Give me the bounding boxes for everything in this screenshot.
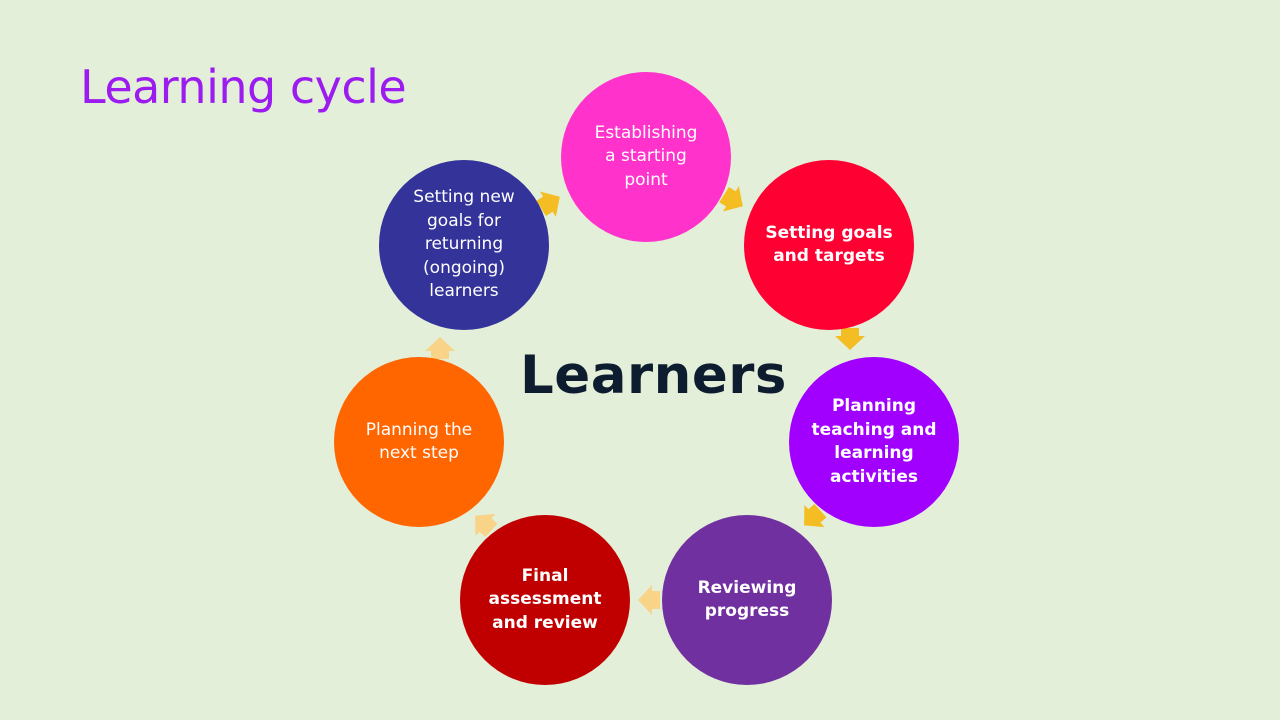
node-planning-teaching-learning: Planning teaching and learning activitie…: [789, 357, 959, 527]
node-final-assessment-review: Final assessment and review: [460, 515, 630, 685]
center-label: Learners: [520, 345, 787, 406]
node-setting-new-goals: Setting new goals for returning (ongoing…: [379, 160, 549, 330]
cycle-arrow-icon: [425, 337, 455, 359]
node-label: Reviewing progress: [697, 577, 797, 622]
node-reviewing-progress: Reviewing progress: [662, 515, 832, 685]
node-label: Establishing a starting point: [594, 122, 698, 190]
node-label: Planning the next step: [365, 419, 473, 464]
node-establishing-starting-point: Establishing a starting point: [561, 72, 731, 242]
node-planning-next-step: Planning the next step: [334, 357, 504, 527]
slide-title: Learning cycle: [80, 60, 407, 114]
cycle-arrow-icon: [835, 328, 865, 350]
node-setting-goals-targets: Setting goals and targets: [744, 160, 914, 330]
node-label: Setting new goals for returning (ongoing…: [413, 187, 515, 302]
node-label: Planning teaching and learning activitie…: [811, 396, 937, 487]
node-label: Setting goals and targets: [765, 222, 893, 267]
node-label: Final assessment and review: [488, 565, 602, 633]
cycle-arrow-icon: [638, 585, 660, 615]
